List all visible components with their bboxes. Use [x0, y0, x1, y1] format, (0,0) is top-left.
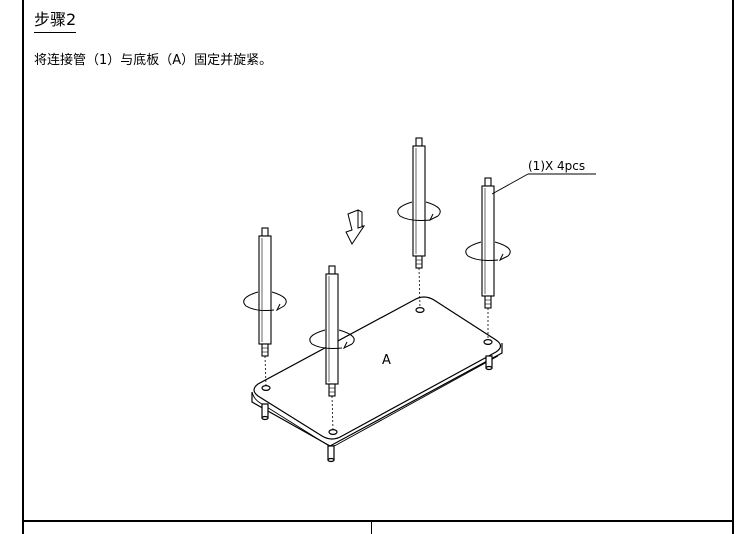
- connecting-tube-4: [481, 177, 495, 309]
- callout-leader: [491, 173, 596, 195]
- step-title: 步骤2: [34, 10, 77, 33]
- step-instruction: 将连接管（1）与底板（A）固定并旋紧。: [34, 53, 273, 68]
- clockwise-rotation-icon: [243, 291, 287, 312]
- plate-label: A: [382, 353, 391, 368]
- down-arrow-icon: [345, 209, 366, 245]
- connecting-tube-3: [412, 137, 426, 269]
- callout-label: (1)X 4pcs: [528, 159, 585, 173]
- guide-lines: [264, 267, 489, 431]
- clockwise-rotation-icon: [465, 241, 511, 262]
- bottom-table: [22, 520, 734, 534]
- page-frame: [22, 0, 734, 534]
- clockwise-rotation-icon: [397, 201, 441, 222]
- bottom-table-divider: [371, 522, 372, 534]
- connecting-tube-2: [325, 265, 339, 397]
- clockwise-rotation-icon: [309, 329, 355, 350]
- connecting-tube-1: [258, 227, 272, 357]
- base-plate: [251, 296, 503, 463]
